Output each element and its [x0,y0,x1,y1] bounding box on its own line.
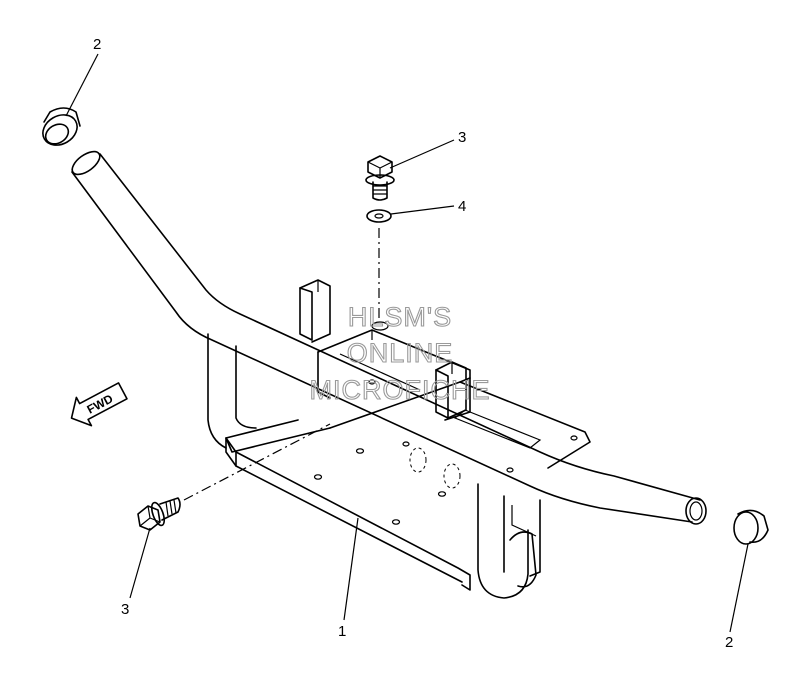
leader-lines [65,53,749,633]
watermark-line-3: MICROFICHE [310,375,491,405]
forward-arrow-icon: FWD [70,382,128,427]
mounting-bracket [225,279,591,591]
bolt-bottom [137,497,181,531]
callout-1: 1 [338,623,346,640]
end-cap-top [42,107,81,146]
callout-3-bottom: 3 [121,601,129,618]
bolt-bottom-axis-line [183,423,331,501]
end-cap-bottom [733,509,769,545]
callout-3-top: 3 [458,129,466,146]
tube-rail [71,150,707,599]
washer [366,209,392,223]
callout-4: 4 [458,198,466,215]
callout-2-bottom: 2 [725,634,733,651]
bolt-top [365,155,395,201]
callout-2-top: 2 [93,36,101,53]
watermark-line-1: HLSM'S [348,302,452,332]
watermark: HLSM'S ONLINE MICROFICHE [309,301,491,405]
watermark-line-2: ONLINE [347,338,454,368]
